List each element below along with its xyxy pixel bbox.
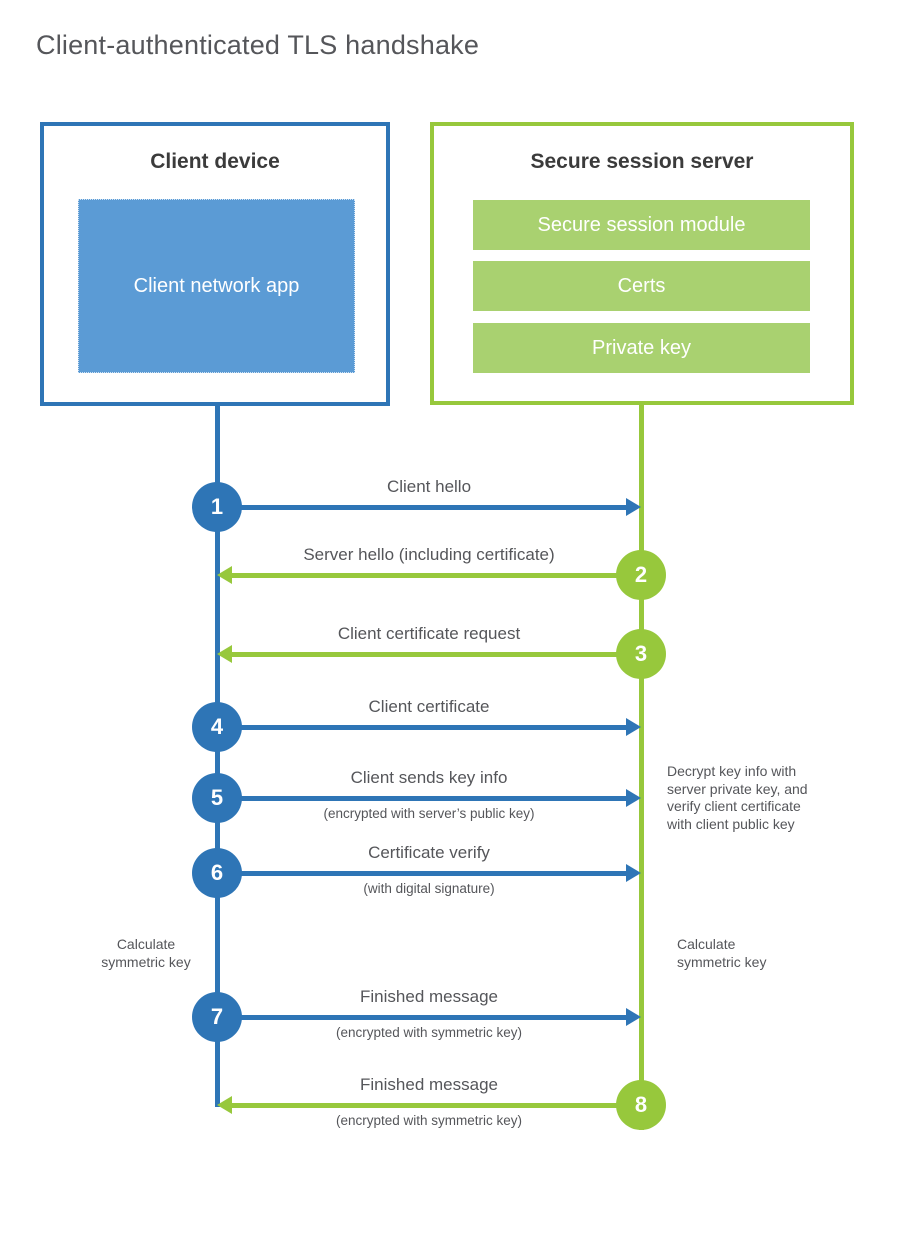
step-circle-6: 6 (192, 848, 242, 898)
message-arrow-3 (232, 651, 641, 657)
arrowhead-left-icon (217, 1096, 232, 1114)
message-arrow-7 (217, 1014, 626, 1020)
arrowhead-right-icon (626, 718, 641, 736)
message-arrow-8 (232, 1102, 641, 1108)
client-network-app-label: Client network app (133, 274, 300, 297)
message-label-6: Certificate verify (368, 843, 490, 862)
arrowhead-left-icon (217, 645, 232, 663)
calculate-symmetric-key-note-client: Calculate symmetric key (101, 936, 191, 970)
arrowhead-right-icon (626, 498, 641, 516)
message-label-7: Finished message (360, 987, 498, 1006)
secure-session-server-box: Secure session server Secure session mod… (430, 122, 854, 405)
message-sublabel-7: (encrypted with symmetric key) (335, 1025, 523, 1040)
server-lifeline (638, 401, 644, 1130)
message-label-3: Client certificate request (337, 624, 521, 643)
secure-session-server-title: Secure session server (530, 150, 754, 173)
client-device-box: Client device Client network app (40, 122, 390, 406)
message-arrow-5 (217, 795, 626, 801)
page-title: Client-authenticated TLS handshake (36, 30, 480, 60)
arrowhead-right-icon (626, 1008, 641, 1026)
server-module-2: Certs (473, 261, 810, 311)
server-module-3: Private key (473, 323, 810, 373)
client-device-title: Client device (150, 150, 280, 173)
message-arrow-4 (217, 724, 626, 730)
message-label-5: Client sends key info (350, 768, 508, 787)
step-circle-2: 2 (616, 550, 666, 600)
message-arrow-6 (217, 870, 626, 876)
message-arrow-1 (217, 504, 626, 510)
arrowhead-right-icon (626, 789, 641, 807)
client-lifeline (214, 404, 220, 1107)
decrypt-key-note: Decrypt key info with server private key… (667, 763, 808, 832)
arrowhead-right-icon (626, 864, 641, 882)
message-label-2: Server hello (including certificate) (303, 545, 555, 564)
client-network-app-box: Client network app (78, 199, 355, 373)
step-circle-1: 1 (192, 482, 242, 532)
arrowhead-left-icon (217, 566, 232, 584)
step-circle-8: 8 (616, 1080, 666, 1130)
server-module-1: Secure session module (473, 200, 810, 250)
step-circle-7: 7 (192, 992, 242, 1042)
message-label-1: Client hello (386, 477, 472, 496)
calculate-symmetric-key-note-server: Calculate symmetric key (677, 936, 767, 970)
step-circle-3: 3 (616, 629, 666, 679)
message-label-8: Finished message (360, 1075, 498, 1094)
message-sublabel-6: (with digital signature) (363, 881, 495, 896)
step-circle-4: 4 (192, 702, 242, 752)
message-label-4: Client certificate (368, 697, 490, 716)
message-arrow-2 (232, 572, 641, 578)
message-sublabel-5: (encrypted with server’s public key) (323, 806, 535, 821)
message-sublabel-8: (encrypted with symmetric key) (335, 1113, 523, 1128)
step-circle-5: 5 (192, 773, 242, 823)
